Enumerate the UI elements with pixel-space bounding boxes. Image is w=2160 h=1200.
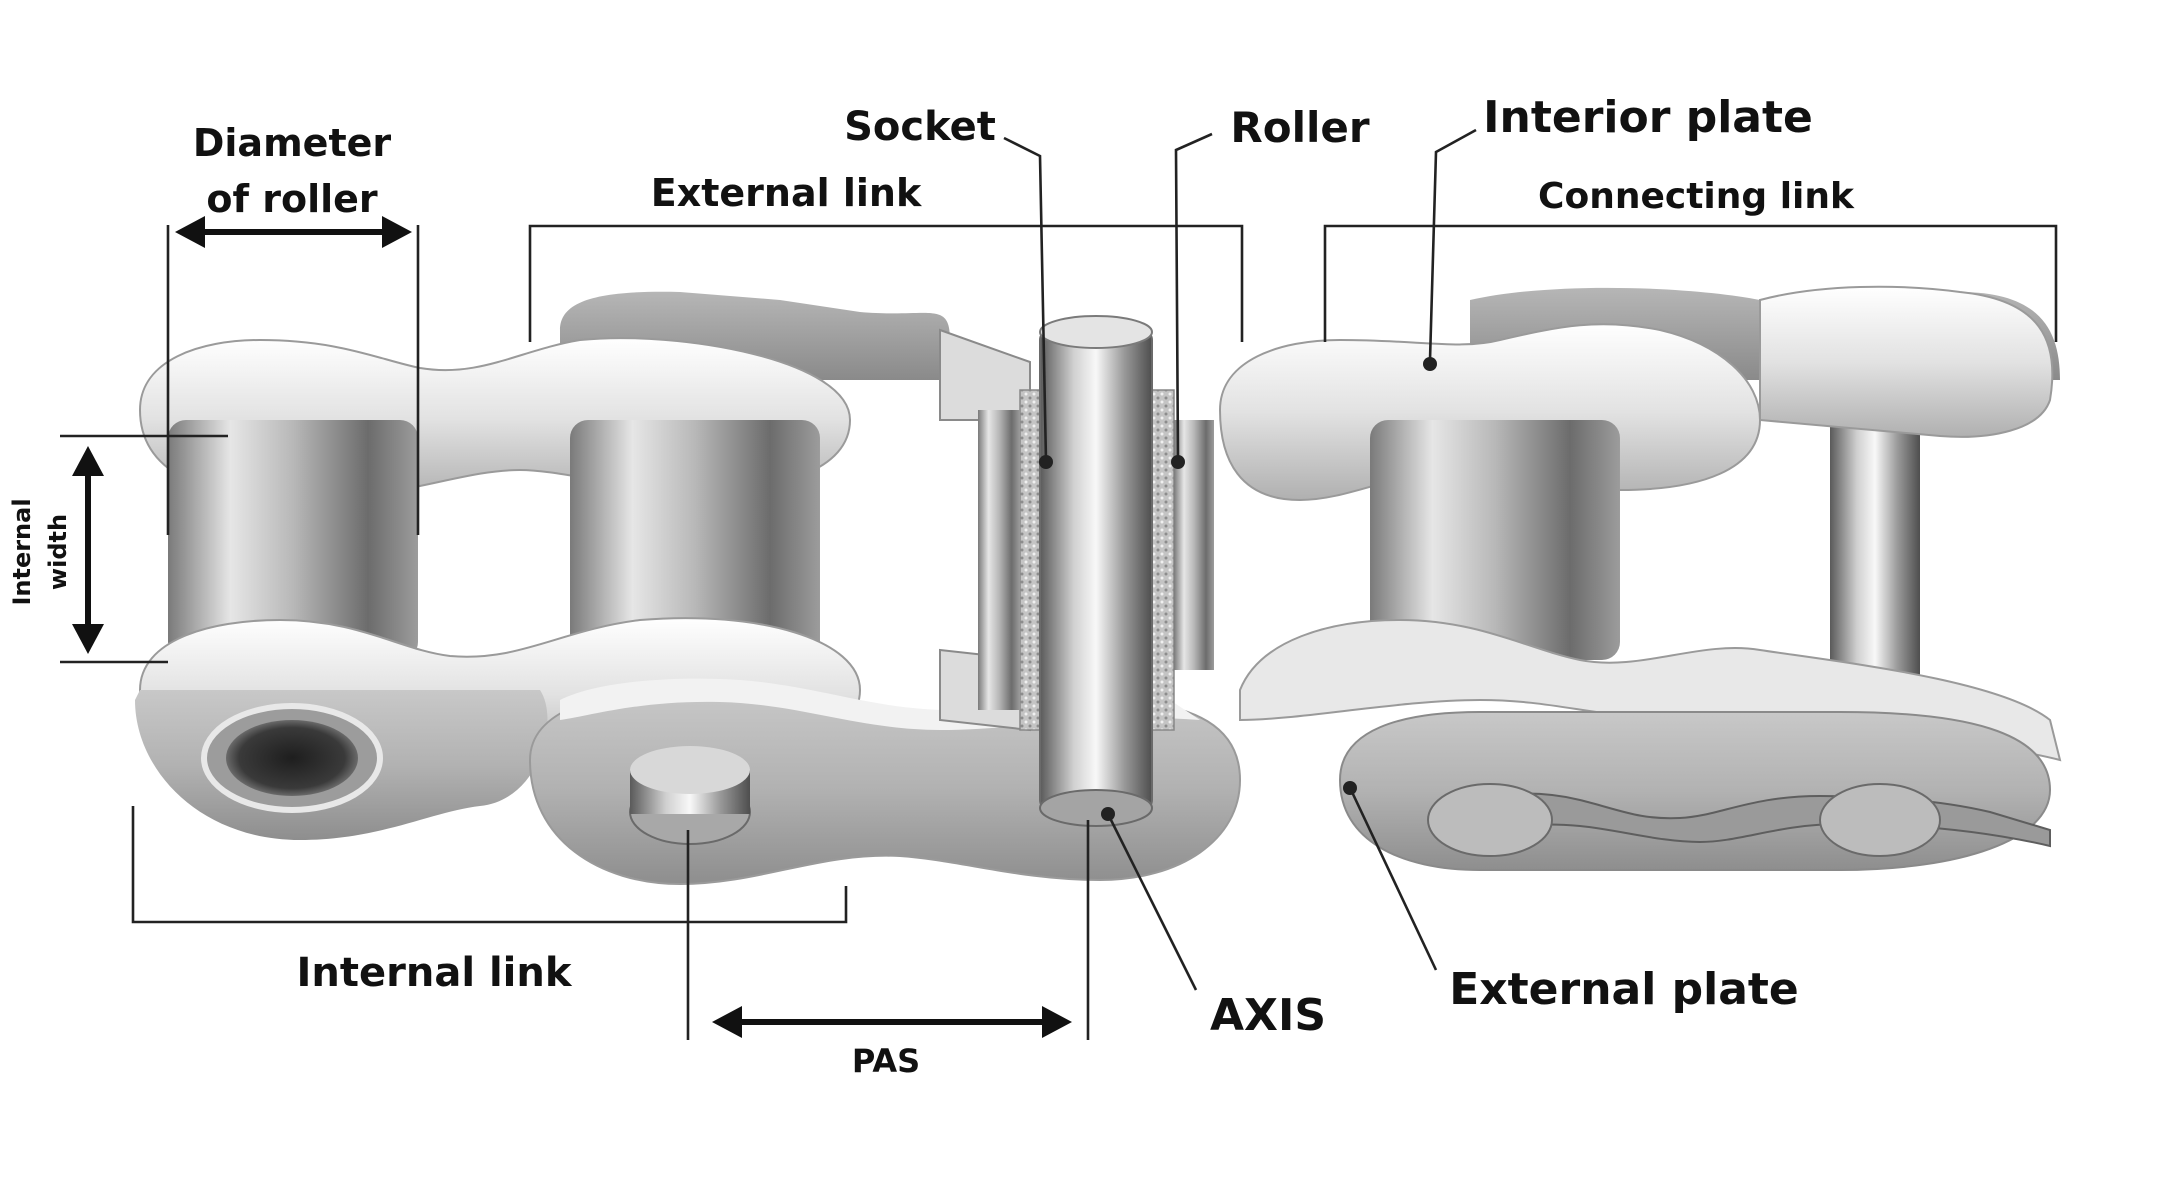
connecting-link-bracket <box>1323 224 2058 342</box>
width-arrowhead-top <box>72 446 104 476</box>
diameter-arrowhead-right <box>382 216 412 248</box>
clip-pin-head-right <box>1819 783 1941 857</box>
interior-plate-dot <box>1423 357 1437 371</box>
roller-leader <box>1174 132 1213 463</box>
annotation-lines <box>60 128 2058 1040</box>
external-plate-dot <box>1343 781 1357 795</box>
roller-label: Roller <box>1230 103 1369 152</box>
roller-left-1 <box>168 420 418 660</box>
internal-width-label-line1: Internal <box>8 498 36 605</box>
roller-cut-left <box>978 410 1020 710</box>
internal-width-label-line2: width <box>44 514 72 590</box>
internal-link-label: Internal link <box>297 950 573 996</box>
central-pin-top <box>1039 315 1153 349</box>
external-link-bracket <box>528 224 1244 342</box>
diameter-arrowhead-left <box>175 216 205 248</box>
chain-illustration <box>135 285 2062 886</box>
connecting-link-label: Connecting link <box>1538 176 1855 217</box>
central-pin <box>1039 329 1153 811</box>
pas-label: PAS <box>852 1042 920 1080</box>
external-link-label: External link <box>651 171 922 215</box>
width-arrowhead-bottom <box>72 624 104 654</box>
pin-hole-inner <box>226 720 358 796</box>
connecting-link-back-end <box>1759 285 2054 438</box>
axis-dot <box>1101 807 1115 821</box>
interior-plate-leader <box>1428 128 1477 361</box>
socket-label: Socket <box>844 104 996 150</box>
interior-plate-label: Interior plate <box>1483 92 1813 143</box>
central-pin-bottom <box>1039 789 1153 827</box>
external-plate-leader <box>1350 791 1438 971</box>
pas-arrowhead-right <box>1042 1006 1072 1038</box>
clip-pin-head-left <box>1427 783 1553 857</box>
socket-dot <box>1039 455 1053 469</box>
pin-head-left-top <box>630 746 750 794</box>
labels: Diameter of roller External link Socket … <box>8 92 1855 1080</box>
axis-label: AXIS <box>1210 990 1326 1041</box>
axis-leader <box>1108 817 1198 991</box>
internal-link-bracket <box>131 806 848 924</box>
external-plate-label: External plate <box>1449 964 1799 1015</box>
diameter-label-line1: Diameter <box>193 121 392 165</box>
cutaway-upper-plate <box>939 328 1031 421</box>
roller-left-2 <box>570 420 820 660</box>
roller-dot <box>1171 455 1185 469</box>
socket-leader <box>1003 136 1048 463</box>
diameter-label-line2: of roller <box>206 177 378 221</box>
pas-arrowhead-left <box>712 1006 742 1038</box>
roller-right <box>1370 420 1620 660</box>
